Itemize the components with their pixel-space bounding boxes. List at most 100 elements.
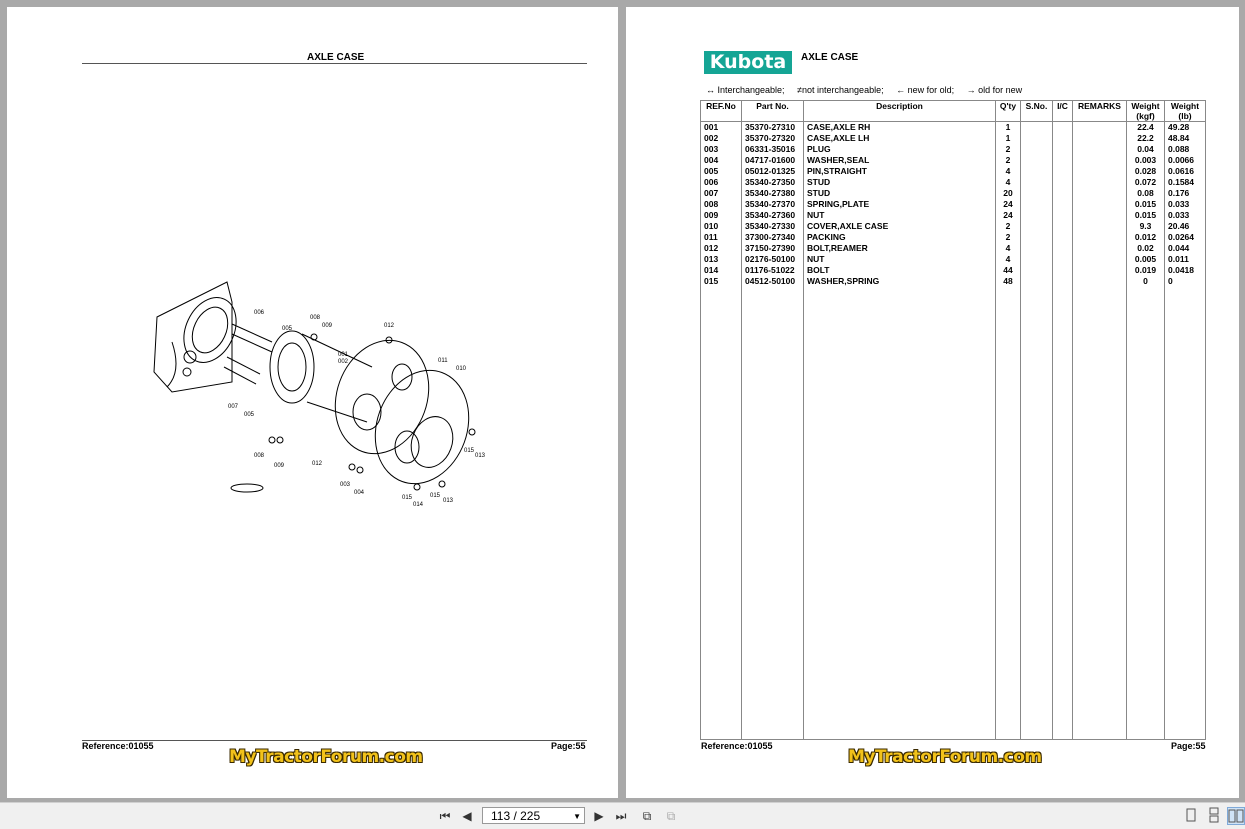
parts-table: REF.No Part No. Description Q'ty S.No. I… <box>700 100 1206 740</box>
ref-cell: 010 <box>700 221 742 232</box>
ref-cell: 008 <box>700 199 742 210</box>
serial-cell <box>1020 166 1053 177</box>
serial-cell <box>1020 243 1053 254</box>
page-number-label: Page:55 <box>1171 741 1206 751</box>
qty-cell: 2 <box>995 232 1021 243</box>
qty-cell: 4 <box>995 177 1021 188</box>
part-no-cell: 35340-27370 <box>741 199 804 210</box>
legend-item: ← new for old; <box>896 85 955 95</box>
weight-kgf-cell: 0.012 <box>1126 232 1165 243</box>
remarks-cell <box>1072 133 1127 144</box>
description-cell: PIN,STRAIGHT <box>803 166 996 177</box>
ic-cell <box>1052 254 1073 265</box>
weight-kgf-cell: 0.028 <box>1126 166 1165 177</box>
weight-lb-cell: 0.0418 <box>1164 265 1206 276</box>
svg-text:006: 006 <box>254 310 265 316</box>
weight-lb-cell: 49.28 <box>1164 121 1206 133</box>
next-page-icon[interactable]: ▶ <box>594 809 604 823</box>
remarks-cell <box>1072 188 1127 199</box>
serial-cell <box>1020 121 1053 133</box>
reference-label: Reference:01055 <box>701 741 773 751</box>
empty-cell <box>995 287 1021 740</box>
ic-cell <box>1052 121 1073 133</box>
page-selector[interactable]: 113 / 225 ▼ <box>482 807 585 824</box>
description-cell: CASE,AXLE LH <box>803 133 996 144</box>
svg-text:014: 014 <box>413 502 424 507</box>
serial-cell <box>1020 232 1053 243</box>
last-page-icon[interactable]: ⏭ <box>615 809 627 823</box>
weight-lb-cell: 0.0616 <box>1164 166 1206 177</box>
right-page: Kubota AXLE CASE ↔ Interchangeable; ≠not… <box>626 7 1239 798</box>
description-cell: PACKING <box>803 232 996 243</box>
qty-cell: 2 <box>995 144 1021 155</box>
part-no-cell: 37150-27390 <box>741 243 804 254</box>
description-cell: STUD <box>803 188 996 199</box>
empty-cell <box>700 287 742 740</box>
description-cell: BOLT <box>803 265 996 276</box>
svg-text:013: 013 <box>443 498 454 504</box>
description-cell: WASHER,SEAL <box>803 155 996 166</box>
empty-cell <box>1072 287 1127 740</box>
footer-rule <box>82 740 587 741</box>
prev-page-icon[interactable]: ◀ <box>462 809 472 823</box>
column-header: I/C <box>1052 100 1073 122</box>
qty-cell: 48 <box>995 276 1021 287</box>
part-no-cell: 05012-01325 <box>741 166 804 177</box>
first-page-icon[interactable]: ⏮ <box>439 809 451 823</box>
svg-text:012: 012 <box>384 323 395 329</box>
ic-cell <box>1052 210 1073 221</box>
page-title: AXLE CASE <box>307 52 365 63</box>
ic-cell <box>1052 177 1073 188</box>
legend-item: → old for new <box>966 85 1023 95</box>
serial-cell <box>1020 265 1053 276</box>
weight-kgf-cell: 0.072 <box>1126 177 1165 188</box>
ref-cell: 011 <box>700 232 742 243</box>
table-filler-row <box>700 287 1206 740</box>
empty-cell <box>803 287 996 740</box>
two-page-view-icon[interactable] <box>1227 807 1245 825</box>
ic-cell <box>1052 243 1073 254</box>
export-page-icon[interactable]: ⧉ <box>642 809 652 823</box>
kubota-logo: Kubota <box>704 51 792 74</box>
description-cell: NUT <box>803 210 996 221</box>
weight-kgf-cell: 0.08 <box>1126 188 1165 199</box>
weight-kgf-cell: 0.005 <box>1126 254 1165 265</box>
svg-text:002: 002 <box>338 359 349 365</box>
svg-text:013: 013 <box>475 453 486 459</box>
ref-cell: 004 <box>700 155 742 166</box>
part-no-cell: 35340-27360 <box>741 210 804 221</box>
weight-kgf-cell: 9.3 <box>1126 221 1165 232</box>
ref-cell: 003 <box>700 144 742 155</box>
empty-cell <box>1164 287 1206 740</box>
column-header: Description <box>803 100 996 122</box>
svg-text:009: 009 <box>322 323 333 329</box>
serial-cell <box>1020 155 1053 166</box>
remarks-cell <box>1072 221 1127 232</box>
weight-lb-cell: 0.0066 <box>1164 155 1206 166</box>
part-no-cell: 35370-27320 <box>741 133 804 144</box>
svg-text:015: 015 <box>430 493 441 499</box>
continuous-view-icon[interactable] <box>1206 807 1224 825</box>
remarks-cell <box>1072 199 1127 210</box>
ic-cell <box>1052 144 1073 155</box>
ic-cell <box>1052 232 1073 243</box>
ic-cell <box>1052 133 1073 144</box>
column-header: Q'ty <box>995 100 1021 122</box>
column-header: REF.No <box>700 100 742 122</box>
column-header: Part No. <box>741 100 804 122</box>
remarks-cell <box>1072 177 1127 188</box>
part-no-cell: 35340-27350 <box>741 177 804 188</box>
copy-page-icon[interactable]: ⧉ <box>666 809 676 823</box>
ref-cell: 015 <box>700 276 742 287</box>
single-page-view-icon[interactable] <box>1183 807 1201 825</box>
header-rule <box>82 63 587 64</box>
column-header: S.No. <box>1020 100 1053 122</box>
description-cell: WASHER,SPRING <box>803 276 996 287</box>
ref-cell: 012 <box>700 243 742 254</box>
